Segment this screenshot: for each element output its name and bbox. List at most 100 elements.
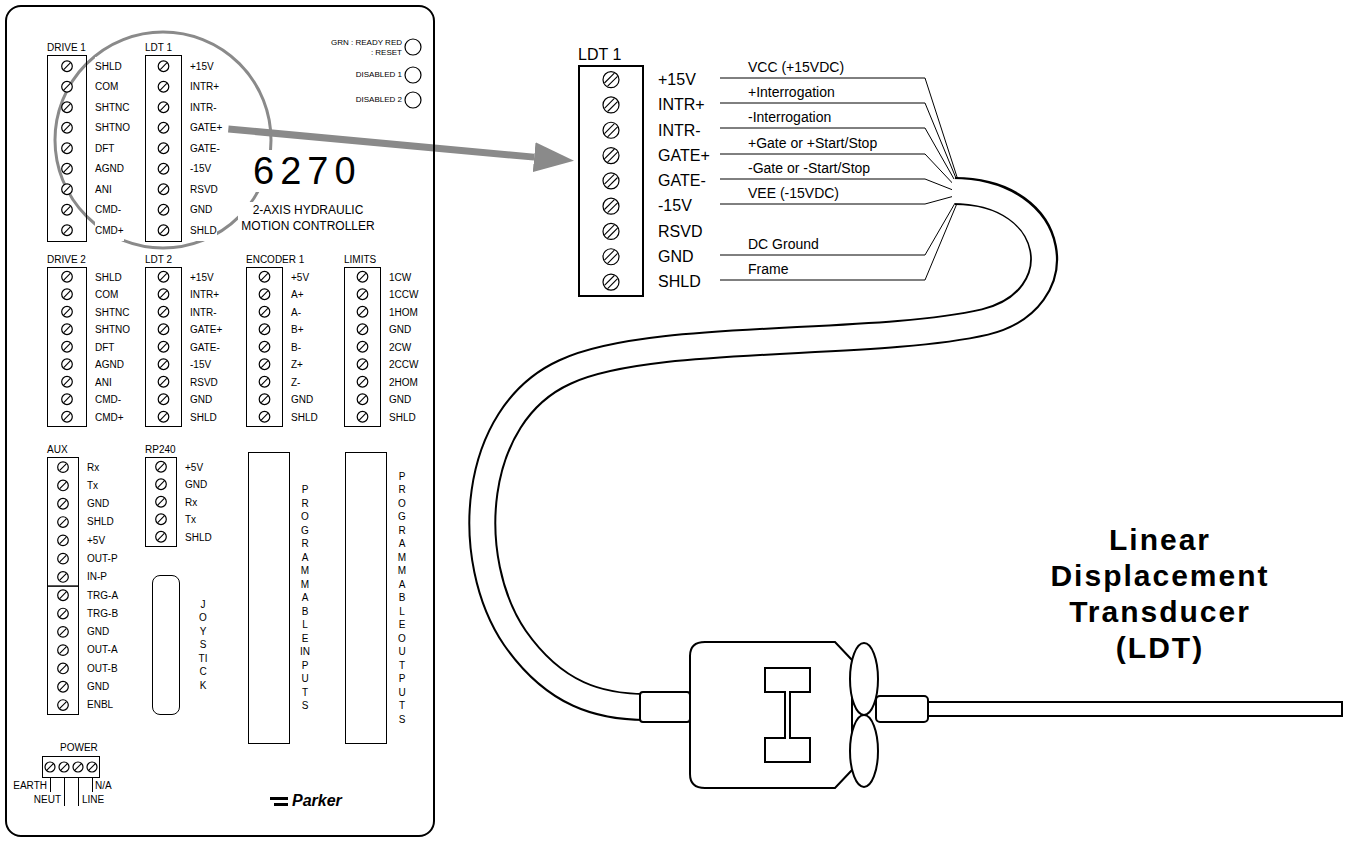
screw-terminals [48, 458, 78, 714]
wire-label: -Gate or -Start/Stop [748, 160, 870, 176]
pin-label: GND [87, 495, 109, 513]
terminal-strip [47, 457, 79, 715]
wire-label: +Gate or +Start/Stop [748, 135, 877, 151]
controller-panel: 62702-AXIS HYDRAULIC MOTION CONTROLLERDR… [5, 5, 435, 837]
wire-label: VCC (+15VDC) [748, 59, 844, 75]
led-label: DISABLED 1 [330, 70, 402, 80]
pin-label: GATE- [190, 339, 220, 357]
led-label: GRN : READY RED : RESET [330, 38, 402, 58]
pin-label: 2HOM [389, 374, 418, 392]
pin-label: TRG-A [87, 587, 118, 605]
pin-label: +15V [658, 67, 696, 92]
pin-label: +15V [190, 57, 214, 78]
pin-label: A- [291, 304, 301, 322]
pin-label: ANI [95, 180, 112, 201]
pin-label: Rx [185, 494, 197, 512]
terminal-strip [145, 55, 182, 242]
pin-label: SHTNO [95, 321, 130, 339]
terminal-block: RP240+5VGNDRxTxSHLD [145, 439, 212, 547]
product-name: 2-AXIS HYDRAULIC MOTION CONTROLLER [238, 202, 378, 234]
pin-label: 2CCW [389, 356, 418, 374]
pin-label: Z- [291, 374, 300, 392]
pin-label: SHLD [190, 221, 217, 242]
brand-logo: Parker [292, 792, 342, 810]
pin-label: GND [291, 391, 313, 409]
terminal-block: DRIVE 1SHLDCOMSHTNCSHTNODFTAGNDANICMD-CM… [47, 37, 130, 242]
terminal-block: LDT 1+15VINTR+INTR-GATE+GATE--15VRSVDGND… [578, 45, 710, 297]
pin-label: 2CW [389, 339, 411, 357]
terminal-block: DRIVE 2SHLDCOMSHTNCSHTNODFTAGNDANICMD-CM… [47, 249, 130, 427]
pin-label: ANI [95, 374, 112, 392]
terminal-strip [145, 457, 177, 547]
block-heading: LIMITS [344, 253, 376, 266]
pin-label: GND [190, 391, 212, 409]
pin-label: GND [389, 391, 411, 409]
terminal-strip [246, 267, 283, 427]
power-label: NEUT [15, 794, 61, 806]
wire-label: -Interrogation [748, 109, 831, 125]
pin-label: TRG-B [87, 605, 118, 623]
pin-label: GATE- [190, 139, 220, 160]
pin-label: Z+ [291, 356, 303, 374]
connector-header: JOYSTICK [152, 575, 212, 715]
pin-label: Tx [185, 511, 196, 529]
terminal-block: ENCODER 1+5VA+A-B+B-Z+Z-GNDSHLD [246, 249, 318, 427]
pin-label: Tx [87, 477, 98, 495]
pin-label: SHTNC [95, 304, 129, 322]
pin-label: OUT-A [87, 641, 118, 659]
pin-label: ENBL [87, 696, 113, 714]
ldt-wires [720, 78, 958, 280]
pin-label: +15V [190, 269, 214, 287]
pin-label: DFT [95, 139, 114, 160]
wire-label: +Interrogation [748, 84, 835, 100]
block-heading: LDT 1 [145, 41, 172, 54]
pin-label: CMD- [95, 200, 121, 221]
power-label: EARTH [9, 780, 47, 792]
vertical-label: JOYSTICK [198, 598, 208, 693]
screw-terminals [146, 268, 181, 426]
pin-label: INTR+ [658, 92, 705, 117]
block-heading: ENCODER 1 [246, 253, 304, 266]
device-label: Linear Displacement Transducer (LDT) [1035, 522, 1285, 666]
pin-label: INTR+ [190, 77, 219, 98]
pin-label: 1CW [389, 269, 411, 287]
block-heading: LDT 1 [578, 45, 621, 65]
pin-label: SHLD [87, 513, 114, 531]
pin-label: RSVD [190, 374, 218, 392]
pin-label: Rx [87, 459, 99, 477]
pin-label: 1HOM [389, 304, 418, 322]
connector-header: PROGRAMMABLE INPUTS [248, 452, 314, 744]
pin-label: SHLD [658, 269, 701, 294]
pin-label: IN-P [87, 568, 107, 586]
pin-label: OUT-B [87, 660, 118, 678]
pin-label: GATE+ [190, 118, 222, 139]
led-label: DISABLED 2 [330, 95, 402, 105]
terminal-strip [578, 65, 644, 297]
status-led [405, 39, 421, 55]
pin-label: GND [389, 321, 411, 339]
pin-label: INTR- [190, 304, 217, 322]
terminal-block: LDT 1+15VINTR+INTR-GATE+GATE--15VRSVDGND… [145, 37, 222, 242]
status-led [405, 92, 421, 108]
pin-label: INTR- [658, 118, 701, 143]
pin-label: SHLD [185, 529, 212, 547]
pin-label: +5V [87, 532, 105, 550]
pin-label: COM [95, 286, 118, 304]
power-label: N/A [95, 780, 112, 792]
pin-label: SHLD [389, 409, 416, 427]
power-connector: POWEREARTHN/ANEUTLINE [15, 742, 125, 810]
terminal-block: LIMITS1CW1CCW1HOMGND2CW2CCW2HOMGNDSHLD [344, 249, 418, 427]
pin-label: SHLD [190, 409, 217, 427]
power-terminal [42, 756, 100, 778]
pin-label: SHLD [95, 57, 122, 78]
block-heading: LDT 2 [145, 253, 172, 266]
block-heading: AUX [47, 443, 68, 456]
pin-label: B- [291, 339, 301, 357]
screw-terminals [345, 268, 380, 426]
pin-label: CMD- [95, 391, 121, 409]
power-label: LINE [82, 794, 104, 806]
header-outline [248, 452, 290, 744]
vertical-label: PROGRAMMABLE INPUTS [300, 483, 310, 713]
pin-label: SHLD [291, 409, 318, 427]
pin-label: SHTNC [95, 98, 129, 119]
